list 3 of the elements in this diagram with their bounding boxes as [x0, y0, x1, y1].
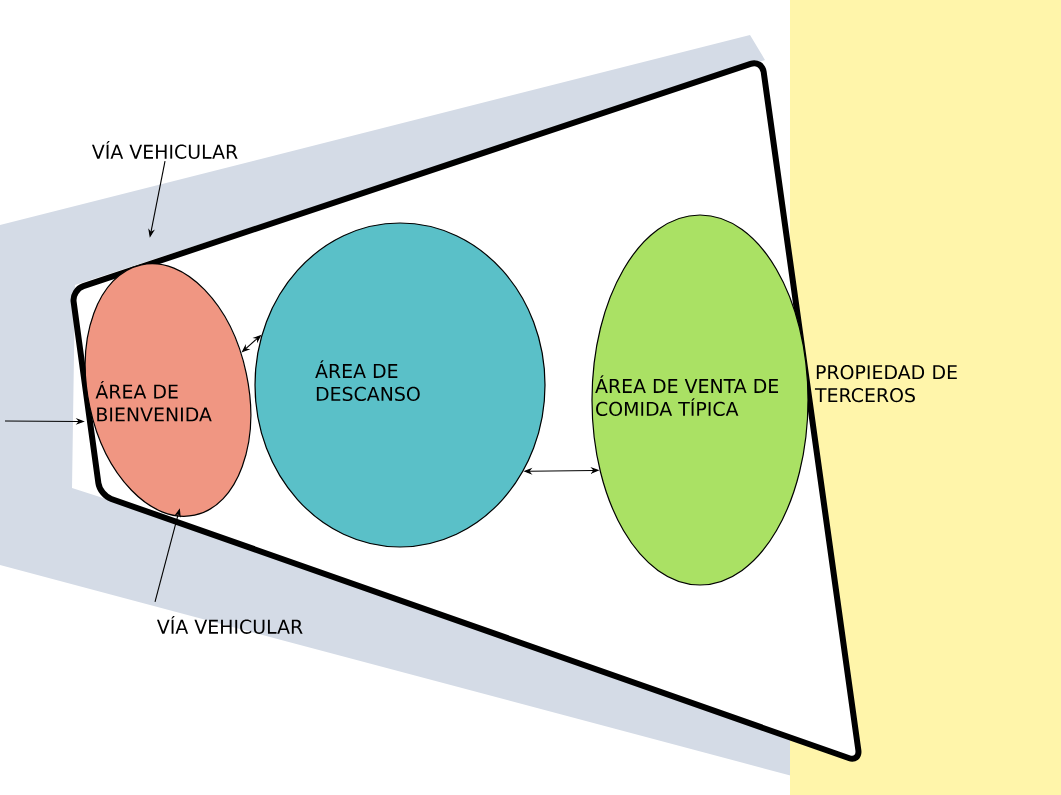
- road-label: VÍA VEHICULAR: [156, 616, 303, 634]
- property-band: PROPIEDAD DE TERCEROS: [790, 0, 1061, 795]
- road-label: VÍA VEHICULAR: [91, 141, 238, 159]
